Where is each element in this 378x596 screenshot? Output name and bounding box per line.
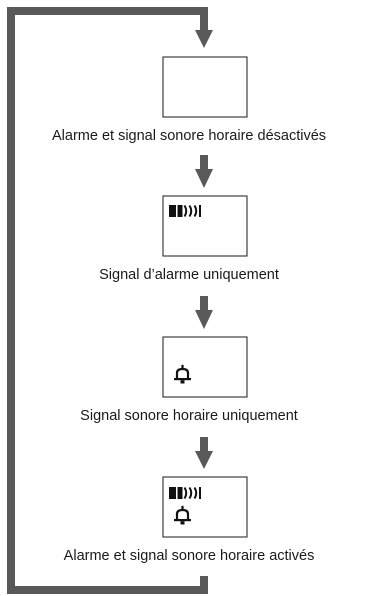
arrow-into-state-1 — [195, 30, 213, 48]
arrow-shaft-3 — [200, 437, 208, 451]
state-3-caption: Signal sonore horaire uniquement — [80, 408, 298, 424]
alarm-signal-icon — [169, 486, 201, 500]
display-box-state-3 — [162, 336, 248, 398]
bell-icon — [174, 505, 191, 525]
arrow-head-3 — [195, 451, 213, 469]
loop-back-line — [7, 7, 208, 594]
state-2-caption: Signal d’alarme uniquement — [99, 267, 279, 283]
alarm-signal-icon — [169, 204, 201, 218]
bell-icon — [174, 364, 191, 384]
state-1-caption: Alarme et signal sonore horaire désactiv… — [51, 128, 327, 144]
display-box-state-2 — [162, 195, 248, 257]
arrow-head-1 — [195, 169, 213, 188]
arrow-shaft-2 — [200, 296, 208, 310]
display-box-state-1 — [162, 56, 248, 118]
arrow-shaft-1 — [200, 155, 208, 169]
display-box-state-4 — [162, 476, 248, 538]
state-4-caption: Alarme et signal sonore horaire activés — [63, 548, 315, 564]
arrow-head-2 — [195, 310, 213, 329]
